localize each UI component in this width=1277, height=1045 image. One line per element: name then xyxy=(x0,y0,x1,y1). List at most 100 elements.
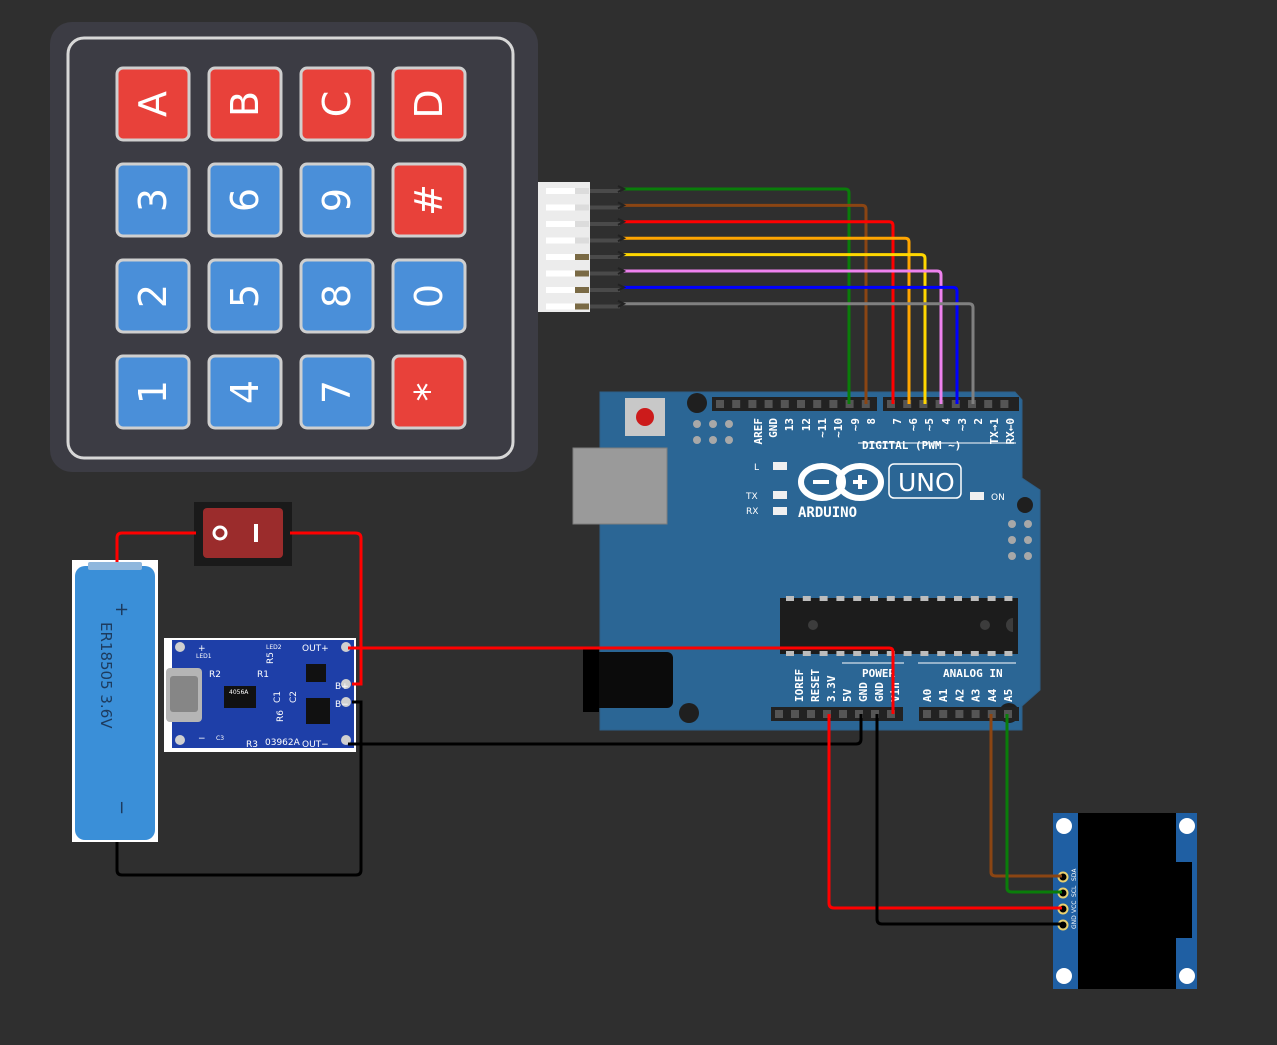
key-*[interactable]: * xyxy=(391,354,467,430)
battery-label: ER18505 3.6V xyxy=(97,622,115,729)
digital-pin-label: ~10 xyxy=(832,418,845,438)
key-label: 8 xyxy=(315,284,359,308)
digital-pin-label: ~6 xyxy=(907,418,920,432)
key-3[interactable]: 3 xyxy=(115,162,191,238)
arduino-logo: UNO ARDUINO xyxy=(798,463,962,521)
charger-chip: 4056A xyxy=(229,689,249,696)
battery-plus: + xyxy=(111,602,132,617)
key-label: A xyxy=(131,91,175,117)
power-header-label: POWER xyxy=(862,667,895,680)
digital-pin-label: 4 xyxy=(940,418,953,425)
charger-b-plus: B+ xyxy=(335,682,349,692)
battery-minus: − xyxy=(111,800,132,815)
keypad-wire xyxy=(622,220,895,404)
digital-pin-label: 2 xyxy=(972,418,985,425)
key-C[interactable]: C xyxy=(299,66,375,142)
power-pin-label: 3.3V xyxy=(825,675,838,702)
oled-vcc-wire xyxy=(827,714,1062,910)
key-5[interactable]: 5 xyxy=(207,258,283,334)
battery-to-switch-wire xyxy=(115,531,196,562)
charger-model: 03962A xyxy=(265,738,301,748)
charger-r2: R2 xyxy=(209,670,221,680)
switch-on-mark xyxy=(254,524,258,542)
key-label: 9 xyxy=(315,188,359,212)
charger-r5: R5 xyxy=(266,652,276,664)
key-label: 3 xyxy=(131,188,175,212)
digital-pin-label: ~11 xyxy=(816,418,829,438)
power-pin-label: GND xyxy=(857,682,870,702)
analog-pin-label: A1 xyxy=(937,688,950,702)
key-label: 7 xyxy=(315,380,359,404)
usb-port xyxy=(572,447,668,525)
digital-pin-label: 13 xyxy=(783,418,796,431)
power-jack xyxy=(583,652,673,708)
analog-header-label: ANALOG IN xyxy=(943,667,1003,680)
keypad-wire xyxy=(622,203,868,404)
charger-plus: + xyxy=(198,644,206,654)
oled-pin-label: SCL xyxy=(1071,885,1078,897)
led-rx-label: RX xyxy=(746,507,758,517)
key-label: 1 xyxy=(131,380,175,404)
outminus-to-gnd-wire xyxy=(348,714,863,746)
key-4[interactable]: 4 xyxy=(207,354,283,430)
key-label: 2 xyxy=(131,284,175,308)
reset-button[interactable] xyxy=(625,398,665,436)
charger-led2: LED2 xyxy=(266,644,282,651)
digital-pin-label: 12 xyxy=(800,418,813,431)
board-leds: L TX RX ON xyxy=(745,462,1005,517)
digital-pin-label: AREF xyxy=(752,418,765,445)
digital-pin-label: RX←0 xyxy=(1004,418,1017,445)
charger-c2: C2 xyxy=(289,691,299,703)
rocker-switch[interactable] xyxy=(194,502,292,566)
digital-header-label: DIGITAL (PWM ~) xyxy=(862,439,961,452)
key-1[interactable]: 1 xyxy=(115,354,191,430)
analog-pin-label: A5 xyxy=(1002,689,1015,702)
power-pin-label: Vin xyxy=(889,682,902,702)
uno-label: UNO xyxy=(898,468,955,497)
tp4056-charger-module: OUT+ OUT− B+ B− 03962A 4056A R2 R1 R3 R5… xyxy=(164,638,356,752)
key-9[interactable]: 9 xyxy=(299,162,375,238)
charger-r1: R1 xyxy=(257,670,269,680)
key-2[interactable]: 2 xyxy=(115,258,191,334)
keypad-wire xyxy=(622,253,927,404)
key-#[interactable]: # xyxy=(391,162,467,238)
led-tx-label: TX xyxy=(745,492,758,502)
charger-led1: LED1 xyxy=(196,653,212,660)
key-A[interactable]: A xyxy=(115,66,191,142)
keypad-wire xyxy=(622,236,911,404)
analog-pin-label: A3 xyxy=(970,689,983,702)
charger-r3: R3 xyxy=(246,740,258,750)
keypad[interactable]: A B C D 3 6 9 #2 5 8 0 1 4 7 * xyxy=(50,22,620,472)
oled-pin-label: SDA xyxy=(1071,868,1078,881)
key-label: B xyxy=(223,91,267,117)
digital-pin-label: TX→1 xyxy=(988,418,1001,445)
outplus-to-vin-wire xyxy=(348,646,895,714)
digital-pin-label: ~5 xyxy=(923,418,936,431)
key-label: C xyxy=(315,91,359,118)
key-7[interactable]: 7 xyxy=(299,354,375,430)
keypad-wire xyxy=(622,269,943,404)
switch-to-bplus-wire xyxy=(290,531,363,686)
switch-off-mark xyxy=(212,525,228,541)
key-D[interactable]: D xyxy=(391,66,467,142)
charger-out-plus: OUT+ xyxy=(302,644,329,654)
oled-pin-label: VCC xyxy=(1071,901,1078,913)
arduino-label: ARDUINO xyxy=(798,505,857,521)
key-label: * xyxy=(407,383,451,402)
analog-pin-label: A4 xyxy=(986,688,999,702)
digital-pin-label: 8 xyxy=(865,418,878,425)
key-B[interactable]: B xyxy=(207,66,283,142)
key-label: # xyxy=(407,184,451,216)
digital-pin-label: 7 xyxy=(891,418,904,425)
atmega-chip xyxy=(780,596,1018,656)
led-on-label: ON xyxy=(991,493,1005,503)
charger-minus: − xyxy=(198,734,206,744)
key-0[interactable]: 0 xyxy=(391,258,467,334)
key-8[interactable]: 8 xyxy=(299,258,375,334)
key-6[interactable]: 6 xyxy=(207,162,283,238)
